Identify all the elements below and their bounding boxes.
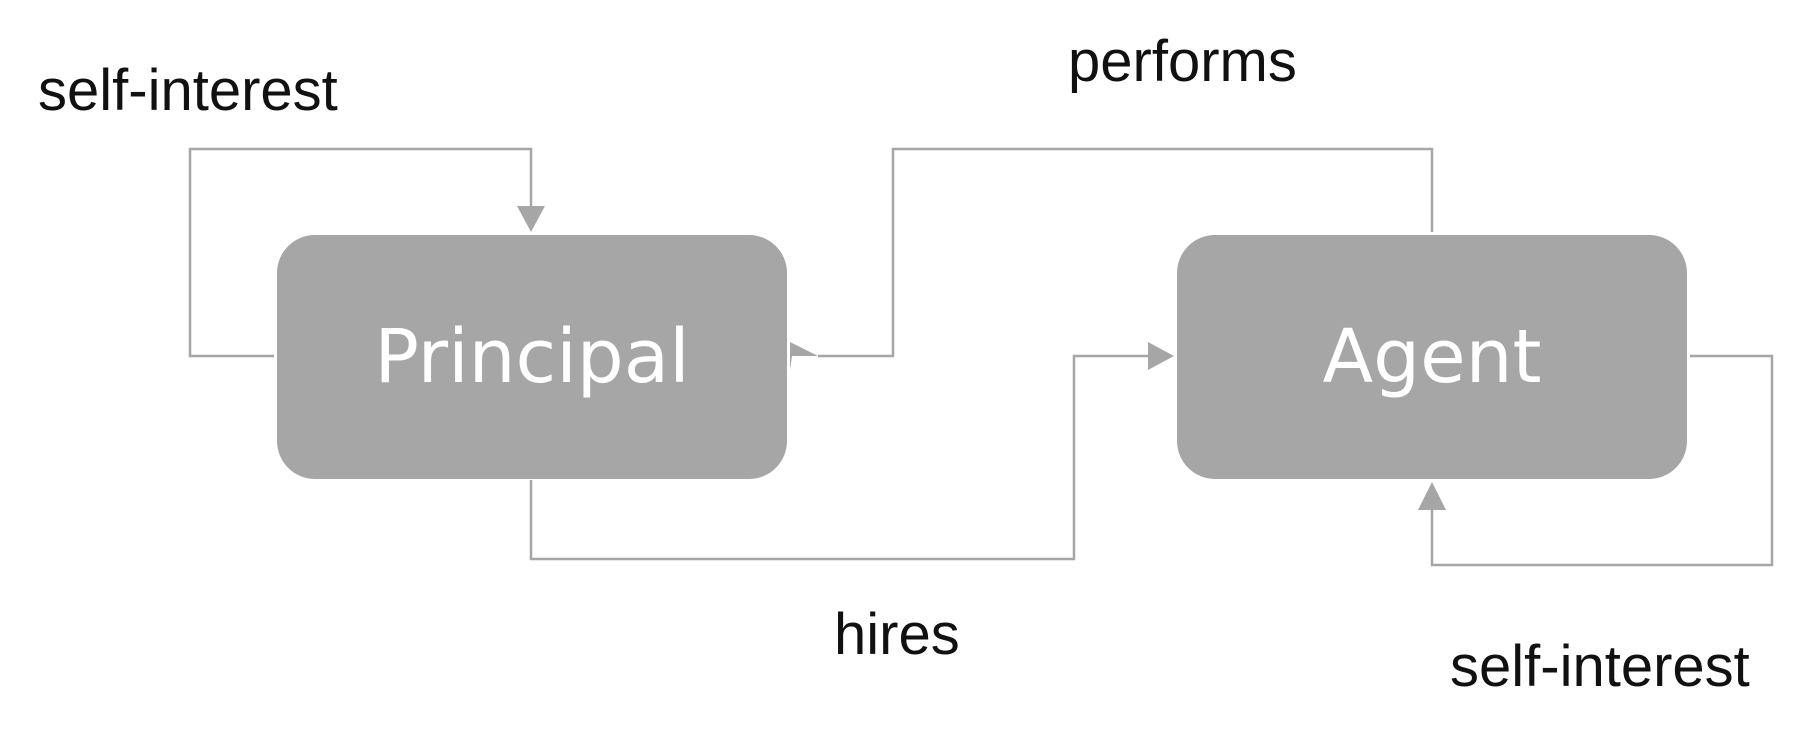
agent-side-arrowhead-icon <box>1148 342 1174 370</box>
principal-node: Principal <box>277 235 787 479</box>
principal-node-label: Principal <box>374 314 690 400</box>
performs-connector <box>818 147 1434 358</box>
agent-incoming-arrowhead-icon <box>1418 482 1446 510</box>
hires-label: hires <box>834 602 960 667</box>
principal-self-interest-connector <box>188 147 533 358</box>
principal-incoming-arrowhead-icon <box>517 206 545 232</box>
performs-label: performs <box>1068 29 1297 94</box>
agent-self-interest-connector <box>1430 354 1774 567</box>
principal-side-arrowhead-icon <box>790 342 818 370</box>
hires-connector <box>529 354 1148 561</box>
agent-node: Agent <box>1177 235 1687 479</box>
agent-self-interest-label: self-interest <box>1450 634 1750 699</box>
agent-node-label: Agent <box>1322 314 1542 400</box>
principal-self-interest-label: self-interest <box>38 58 338 123</box>
